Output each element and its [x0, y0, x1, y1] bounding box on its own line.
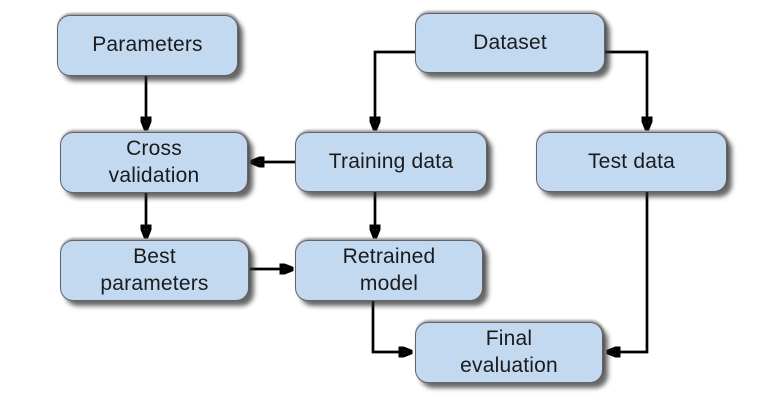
- node-label: Test data: [587, 149, 676, 173]
- node-label: Dataset: [473, 30, 547, 54]
- node-label: Final evaluation: [460, 326, 558, 377]
- node-label: Training data: [328, 149, 454, 173]
- node-cross-validation: Cross validation: [60, 132, 248, 193]
- node-best-parameters: Best parameters: [60, 240, 249, 301]
- edge-retrained-model-to-final-evaluation: [371, 301, 411, 352]
- node-label: Cross validation: [108, 136, 200, 187]
- edge-dataset-to-test-data: [604, 50, 647, 129]
- node-dataset: Dataset: [415, 13, 605, 73]
- node-retrained-model: Retrained model: [295, 240, 483, 301]
- node-label: Best parameters: [100, 244, 209, 295]
- edge-test-data-to-final-evaluation: [608, 192, 649, 352]
- edge-dataset-to-training-data: [375, 50, 416, 129]
- node-label: Retrained model: [342, 244, 436, 295]
- node-label: Parameters: [92, 33, 203, 57]
- node-training-data: Training data: [295, 132, 487, 192]
- node-parameters: Parameters: [57, 15, 238, 76]
- node-final-evaluation: Final evaluation: [415, 322, 603, 383]
- node-test-data: Test data: [536, 132, 727, 192]
